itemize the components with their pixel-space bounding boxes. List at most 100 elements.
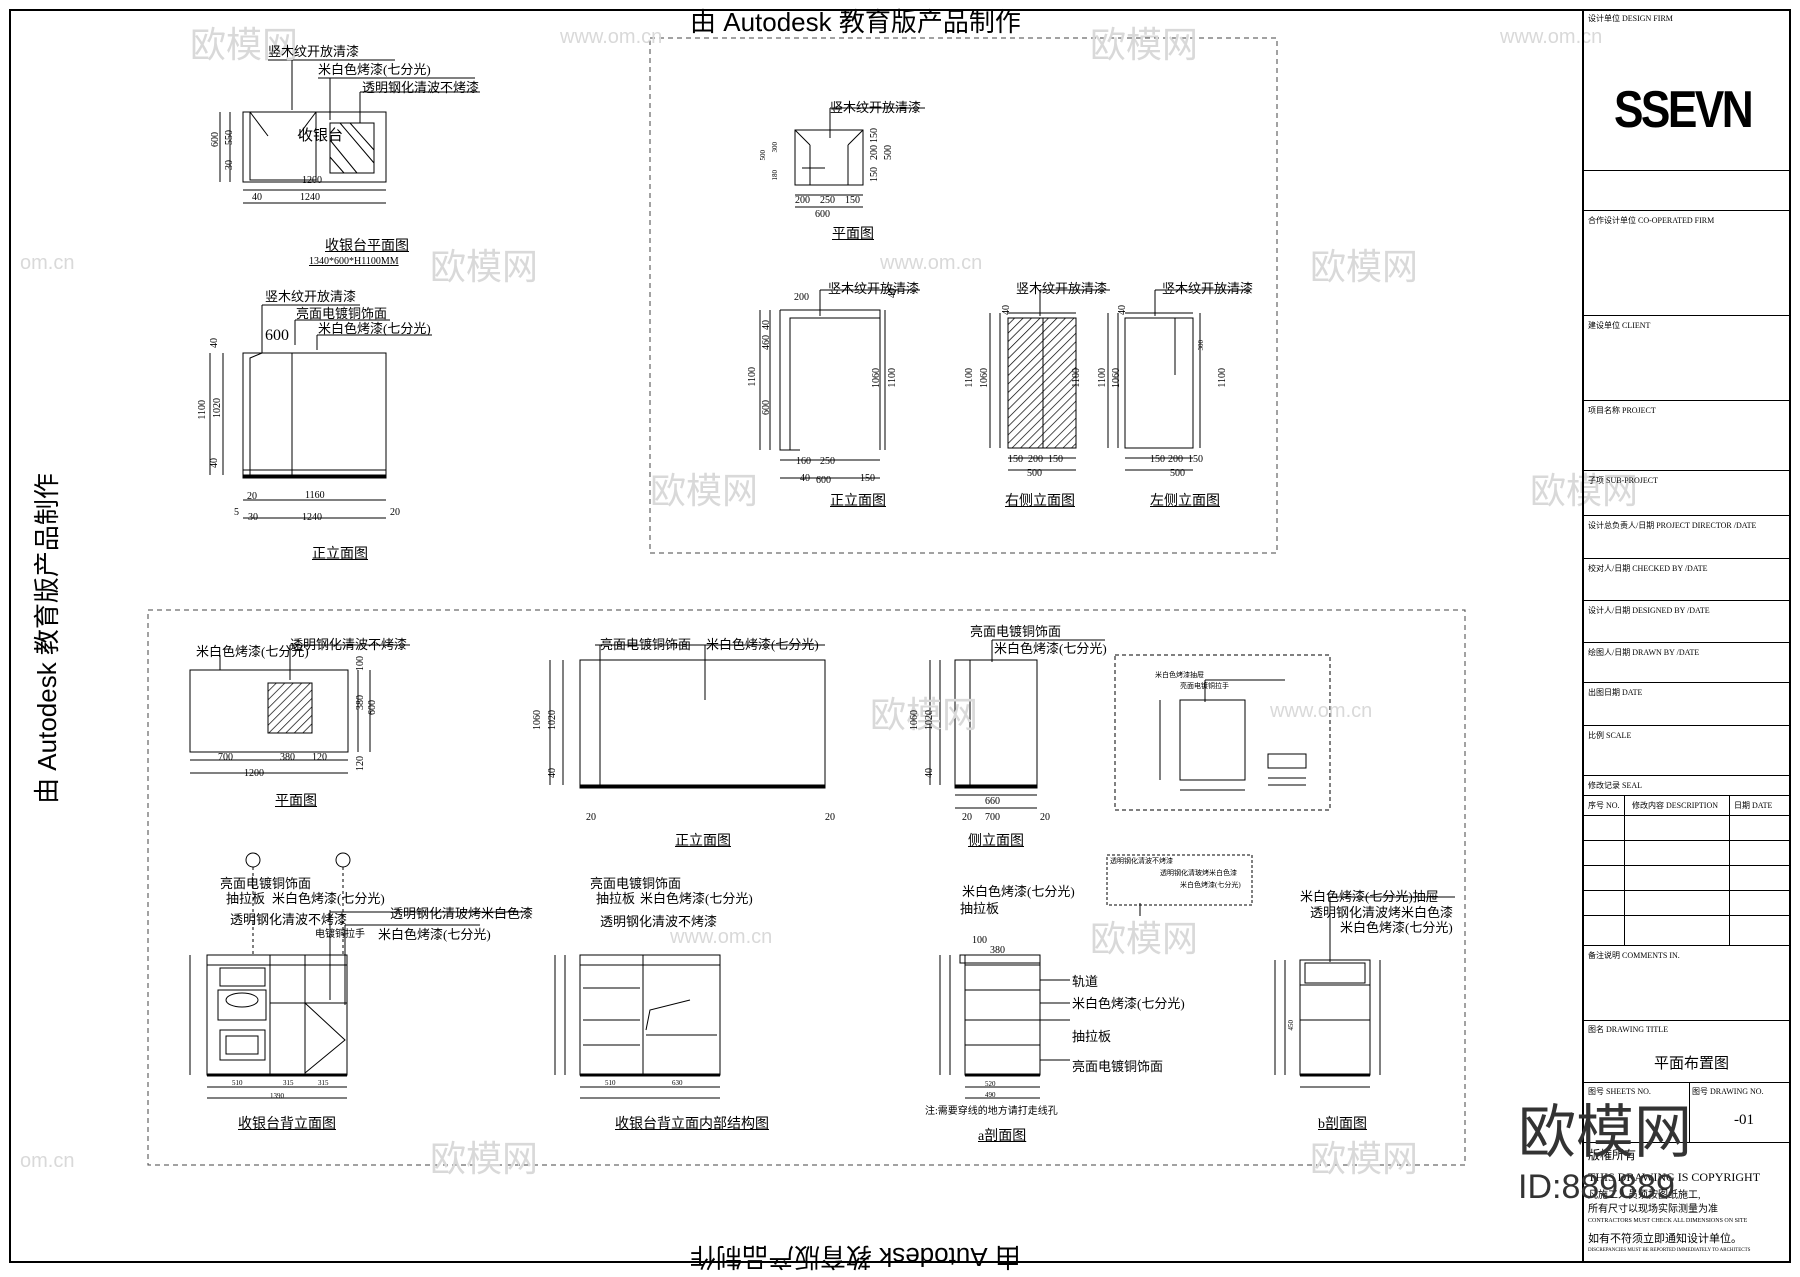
back-inner-drawing [554, 954, 721, 1099]
dim: 700 [218, 752, 233, 763]
url-watermark: www.om.cn [1500, 26, 1603, 48]
brand-id: ID:889889 [1518, 1168, 1675, 1206]
url-watermark: www.om.cn [1270, 700, 1373, 722]
dim: 500 [883, 145, 894, 160]
tb-client: 建设单位 CLIENT [1588, 321, 1651, 330]
dim: 250 [820, 195, 835, 206]
label-white-drawer: 米白色烤漆抽屉 [1155, 671, 1204, 679]
label-cashier: 收银台 [298, 128, 344, 144]
tb-subproject: 子项 SUB-PROJECT [1588, 476, 1659, 485]
lower-side-drawing [929, 639, 1105, 809]
dim: 1100 [1097, 368, 1108, 388]
label-wood: 竖木纹开放清漆 [265, 289, 357, 304]
label-white-paint: 米白色烤漆(七分光) [1340, 920, 1453, 935]
dim: 150 [869, 167, 880, 182]
label-white: 米白色烤漆(七分光) [706, 637, 819, 652]
dim: 1100 [887, 368, 898, 388]
dim: 150 [1188, 454, 1203, 465]
dim: 460 [761, 335, 772, 350]
label-copper: 亮面电镀铜饰面 [296, 306, 388, 321]
label-glass-wave: 透明钢化清玻烤米白色漆 [1160, 869, 1237, 877]
dim: 700 [985, 812, 1000, 823]
dim: 510 [605, 1079, 616, 1087]
tb-director: 设计总负责人/日期 PROJECT DIRECTOR /DATE [1588, 521, 1757, 530]
tb-designed: 设计人/日期 DESIGNED BY /DATE [1588, 606, 1710, 615]
lower-plan-drawing [189, 644, 410, 774]
dim: 550 [224, 130, 235, 145]
dim: 600 [210, 132, 221, 147]
caption-module-left: 左侧立面图 [1150, 494, 1220, 509]
dim: 380 [280, 752, 295, 763]
dim: 1020 [212, 398, 223, 418]
dim: 40 [800, 473, 810, 484]
label-white: 米白色烤漆(七分光) [640, 891, 753, 906]
label-copper: 亮面电镀铜饰面 [1072, 1059, 1164, 1074]
label-white-drawer2: 米白色烤漆(七分光)抽屉 [1300, 889, 1439, 904]
label-white: 米白色烤漆(七分光) [994, 641, 1107, 656]
dim: 500 [1027, 468, 1042, 479]
module-plan-drawing [794, 107, 925, 208]
url-watermark: www.om.cn [560, 26, 663, 48]
dim: 1200 [302, 175, 322, 186]
tb-note3: CONTRACTORS MUST CHECK ALL DIMENSIONS ON… [1588, 1218, 1748, 1224]
hole-note: 注:需要穿线的地方请打走线孔 [925, 1106, 1058, 1117]
label-white: 米白色烤漆(七分光) [196, 644, 309, 659]
label-wood: 竖木纹开放清漆 [830, 100, 922, 115]
url-watermark: om.cn [20, 252, 75, 274]
caption-lower-side: 侧立面图 [968, 834, 1024, 849]
dim: 1100 [747, 367, 758, 387]
autodesk-watermark-left: 由 Autodesk 教育版产品制作 [31, 473, 62, 804]
dim: 100 [972, 935, 987, 946]
label-drawer: 抽拉板 [596, 891, 636, 906]
caption-front-elevation: 正立面图 [312, 547, 368, 562]
front-elevation-drawing [209, 304, 432, 519]
brand-watermark: 欧模网 [650, 471, 759, 512]
dim: 5 [234, 507, 239, 518]
label-glass-wave2: 透明钢化清波烤米白色漆 [1310, 905, 1454, 920]
dim: 20 [825, 812, 835, 823]
tb-sheet-no: 图号 SHEETS NO. [1588, 1087, 1651, 1096]
tb-rev-no: 序号 NO. [1588, 801, 1620, 810]
dim: 40 [252, 192, 262, 203]
dim: 180 [771, 170, 779, 181]
tb-design-unit: 设计单位 DESIGN FIRM [1588, 14, 1673, 23]
dim: 120 [312, 752, 327, 763]
caption-back-inner: 收银台背立面内部结构图 [615, 1117, 769, 1132]
caption-module-plan: 平面图 [832, 227, 874, 242]
brand-watermark: 欧模网 [190, 25, 299, 66]
url-watermark: www.om.cn [880, 252, 983, 274]
label-white: 米白色烤漆(七分光) [962, 884, 1075, 899]
dim: 20 [1040, 812, 1050, 823]
dim: 500 [1170, 468, 1185, 479]
dim: 600 [815, 209, 830, 220]
dim: 1060 [909, 710, 920, 730]
label-drawer: 抽拉板 [226, 891, 266, 906]
caption-module-front: 正立面图 [830, 494, 886, 509]
dim: 1060 [1111, 368, 1122, 388]
label-copper-handle: 亮面电镀铜拉手 [1180, 682, 1229, 690]
label-copper: 亮面电镀铜饰面 [970, 624, 1062, 639]
tb-copyright: THIS DRAWING IS COPYRIGHT [1588, 1170, 1761, 1184]
dim: 200 [1168, 454, 1183, 465]
label-white: 米白色烤漆(七分光) [318, 321, 431, 336]
dim: 120 [355, 756, 366, 771]
module-right-drawing [989, 289, 1110, 471]
dim: 20 [586, 812, 596, 823]
back-elevation-drawing [189, 852, 530, 1099]
ssevn-logo: SSEVN [1614, 81, 1754, 139]
dim: 600 [265, 327, 289, 344]
dim: 380 [355, 695, 366, 710]
tb-revision: 修改记录 SEAL [1588, 781, 1642, 790]
caption-section-b: b剖面图 [1318, 1117, 1367, 1132]
tb-checked: 校对人/日期 CHECKED BY /DATE [1588, 564, 1708, 573]
caption-section-a: a剖面图 [978, 1129, 1027, 1144]
label-drawer: 抽拉板 [960, 901, 1000, 916]
tb-drawn: 绘图人/日期 DRAWN BY /DATE [1588, 648, 1700, 657]
caption-cashier-plan: 收银台平面图 [325, 239, 409, 254]
label-copper: 亮面电镀铜饰面 [590, 876, 682, 891]
label-rail: 轨道 [1072, 974, 1099, 989]
dim: 150 [869, 128, 880, 143]
dim: 30 [224, 160, 235, 170]
caption-lower-plan: 平面图 [275, 794, 317, 809]
